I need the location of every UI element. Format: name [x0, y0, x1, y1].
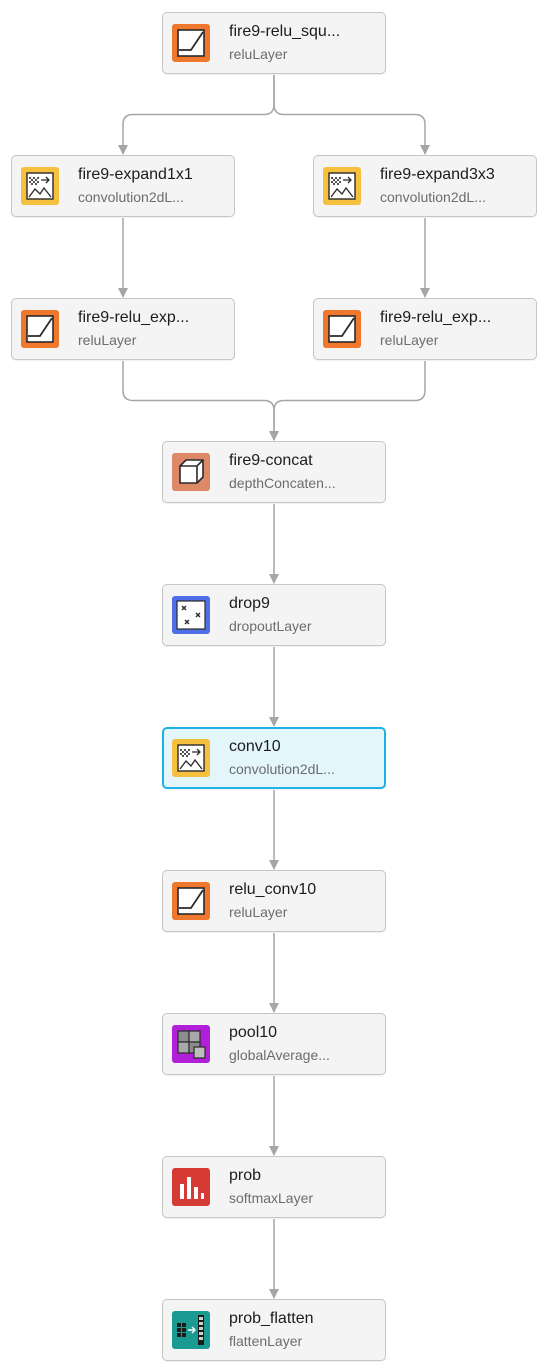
layer-type: flattenLayer	[229, 1333, 303, 1349]
layer-type: dropoutLayer	[229, 618, 312, 634]
relu-icon	[323, 310, 361, 348]
layer-node-prob[interactable]: prob softmaxLayer	[162, 1156, 386, 1218]
depth-concatenation-icon	[172, 453, 210, 491]
layer-type: reluLayer	[229, 904, 288, 920]
layer-name: prob_flatten	[229, 1310, 314, 1327]
layer-type: depthConcaten...	[229, 475, 336, 491]
layer-type: globalAverage...	[229, 1047, 330, 1063]
softmax-icon	[172, 1168, 210, 1206]
layer-node-fire9-relu_squeeze[interactable]: fire9-relu_squ... reluLayer	[162, 12, 386, 74]
layer-name: fire9-concat	[229, 452, 313, 469]
layer-type: convolution2dL...	[380, 189, 486, 205]
relu-icon	[172, 882, 210, 920]
flatten-icon	[172, 1311, 210, 1349]
layer-node-fire9-relu_expand1x1[interactable]: fire9-relu_exp... reluLayer	[11, 298, 235, 360]
layer-node-prob_flatten[interactable]: prob_flatten flattenLayer	[162, 1299, 386, 1361]
layer-node-fire9-relu_expand3x3[interactable]: fire9-relu_exp... reluLayer	[313, 298, 537, 360]
layer-name: fire9-relu_exp...	[78, 309, 190, 326]
layer-node-fire9-expand3x3[interactable]: fire9-expand3x3 convolution2dL...	[313, 155, 537, 217]
connection-arrow-fire9-relu_expand3x3-to-fire9-concat	[269, 361, 426, 441]
relu-icon	[172, 24, 210, 62]
layer-type: reluLayer	[229, 46, 288, 62]
layer-name: pool10	[229, 1024, 278, 1041]
layer-node-conv10[interactable]: conv10 convolution2dL...	[162, 727, 386, 789]
layer-name: conv10	[229, 738, 281, 755]
layer-name: fire9-relu_squ...	[229, 23, 341, 40]
connection-arrow-fire9-relu_squeeze-to-fire9-expand1x1	[118, 75, 275, 155]
layer-node-fire9-concat[interactable]: fire9-concat depthConcaten...	[162, 441, 386, 503]
relu-icon	[21, 310, 59, 348]
layer-type: softmaxLayer	[229, 1190, 314, 1206]
layer-name: drop9	[229, 595, 270, 612]
connection-arrow-fire9-relu_squeeze-to-fire9-expand3x3	[273, 75, 430, 155]
layer-node-drop9[interactable]: drop9 dropoutLayer	[162, 584, 386, 646]
layer-type: reluLayer	[380, 332, 439, 348]
layer-name: fire9-expand1x1	[78, 166, 193, 183]
layer-name: fire9-relu_exp...	[380, 309, 492, 326]
convolution-icon	[172, 739, 210, 777]
convolution-icon	[323, 167, 361, 205]
convolution-icon	[21, 167, 59, 205]
layer-node-relu_conv10[interactable]: relu_conv10 reluLayer	[162, 870, 386, 932]
layer-node-pool10[interactable]: pool10 globalAverage...	[162, 1013, 386, 1075]
connection-arrow-fire9-relu_expand1x1-to-fire9-concat	[122, 361, 279, 441]
global-average-pooling-icon	[172, 1025, 210, 1063]
layer-node-fire9-expand1x1[interactable]: fire9-expand1x1 convolution2dL...	[11, 155, 235, 217]
layer-type: reluLayer	[78, 332, 137, 348]
layer-name: prob	[229, 1167, 262, 1184]
layer-type: convolution2dL...	[78, 189, 184, 205]
layer-name: fire9-expand3x3	[380, 166, 495, 183]
dropout-icon	[172, 596, 210, 634]
layer-type: convolution2dL...	[229, 761, 335, 777]
layer-name: relu_conv10	[229, 881, 317, 898]
